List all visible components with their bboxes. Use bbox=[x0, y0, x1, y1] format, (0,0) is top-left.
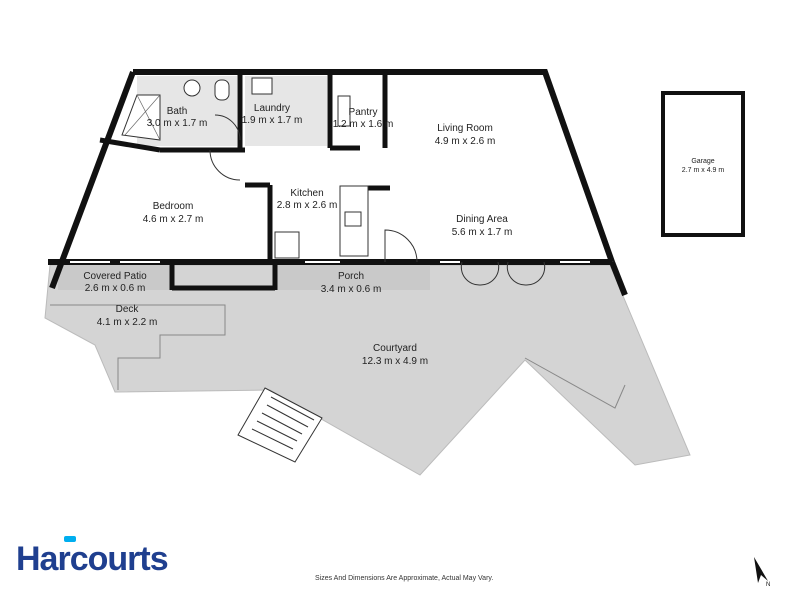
interior-walls bbox=[99, 72, 390, 291]
door-swings bbox=[209, 114, 546, 286]
bedroom-size: 4.6 m x 2.7 m bbox=[143, 214, 204, 225]
disclaimer-text: Sizes And Dimensions Are Approximate, Ac… bbox=[315, 575, 494, 582]
pantry-shelf bbox=[337, 95, 351, 127]
garage-outline bbox=[661, 91, 745, 237]
garage-name: Garage bbox=[691, 158, 714, 165]
laundry-sink-icon bbox=[251, 77, 273, 95]
kitchen-sink-icon bbox=[344, 211, 362, 227]
dining-name: Dining Area bbox=[456, 214, 508, 225]
courtyard-area bbox=[44, 264, 691, 476]
brand-logo: Harcourts bbox=[16, 536, 169, 579]
living-size: 4.9 m x 2.6 m bbox=[435, 136, 496, 147]
kitchen-size: 2.8 m x 2.6 m bbox=[277, 200, 338, 211]
deck-size: 4.1 m x 2.2 m bbox=[97, 317, 158, 328]
covered-patio-size: 2.6 m x 0.6 m bbox=[85, 283, 146, 294]
pantry-size: 1.2 m x 1.6 m bbox=[333, 119, 394, 130]
courtyard-name: Courtyard bbox=[373, 343, 417, 354]
living-name: Living Room bbox=[437, 123, 493, 134]
laundry-size: 1.9 m x 1.7 m bbox=[242, 115, 303, 126]
brand-name: Harcourts bbox=[16, 540, 169, 578]
garage-size: 2.7 m x 4.9 m bbox=[682, 167, 725, 174]
bath-sink-icon bbox=[183, 79, 201, 97]
logo-accent-icon bbox=[64, 536, 76, 542]
north-arrow-icon: N bbox=[754, 557, 770, 587]
courtyard-fence bbox=[524, 357, 626, 409]
stove-icon bbox=[274, 231, 300, 259]
porch-name: Porch bbox=[338, 271, 364, 282]
pantry-name: Pantry bbox=[349, 107, 378, 118]
porch-area bbox=[275, 262, 430, 290]
deck-steps bbox=[50, 304, 226, 390]
covered-patio-area bbox=[58, 262, 170, 290]
laundry-name: Laundry bbox=[254, 103, 290, 114]
bath-name: Bath bbox=[167, 106, 188, 117]
north-label: N bbox=[766, 582, 770, 587]
bedroom-name: Bedroom bbox=[153, 201, 194, 212]
dining-size: 5.6 m x 1.7 m bbox=[452, 227, 513, 238]
toilet-icon bbox=[214, 79, 230, 101]
courtyard-size: 12.3 m x 4.9 m bbox=[362, 356, 428, 367]
kitchen-name: Kitchen bbox=[290, 188, 323, 199]
bath-size: 3.0 m x 1.7 m bbox=[147, 118, 208, 129]
covered-patio-name: Covered Patio bbox=[83, 271, 147, 282]
deck-name: Deck bbox=[116, 304, 140, 315]
entry-stairs bbox=[237, 387, 323, 463]
porch-size: 3.4 m x 0.6 m bbox=[321, 284, 382, 295]
